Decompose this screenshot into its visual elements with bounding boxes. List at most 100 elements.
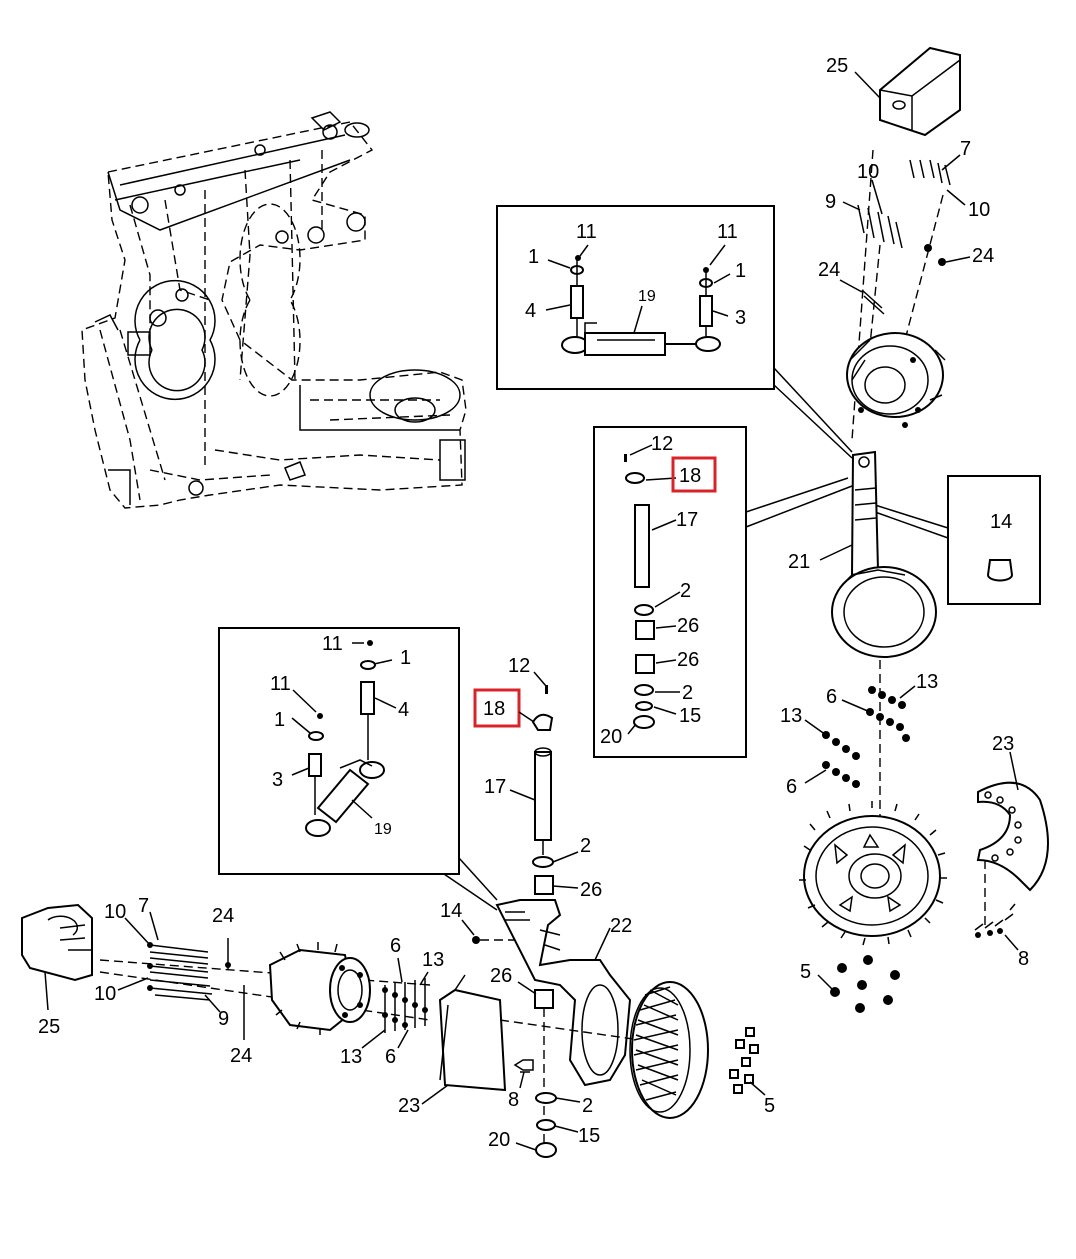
callout: 11: [322, 633, 343, 655]
leader-line: [773, 367, 853, 453]
grease-fitting-part: [986, 559, 1014, 582]
highlight-box: [473, 688, 521, 728]
kingpin-part: [534, 751, 552, 841]
callout: 4: [398, 699, 409, 721]
pin-part: [699, 295, 713, 327]
fender-part: [976, 781, 1049, 892]
callout: 15: [679, 705, 701, 727]
nut-part: [535, 1142, 557, 1158]
callout: 11: [717, 221, 738, 243]
callout: 17: [676, 509, 698, 531]
tire-part: [629, 981, 709, 1119]
hydraulic-cylinder-part: [305, 759, 385, 837]
callout: 6: [385, 1046, 396, 1068]
washer-part: [360, 660, 376, 670]
cotter-pin-part: [575, 255, 581, 261]
bolt-part: [624, 454, 627, 462]
callout: 10: [968, 199, 990, 221]
callout: 19: [638, 288, 656, 305]
callout: 7: [138, 895, 149, 917]
callout: 8: [508, 1089, 519, 1111]
callout: 10: [94, 983, 116, 1005]
callout: 23: [992, 733, 1014, 755]
callout: 20: [600, 726, 622, 748]
pin-part: [360, 681, 375, 715]
inset-steering-cylinder-top: 11 1 4 19 11 1 3: [496, 205, 775, 390]
inset-fitting: 14: [947, 475, 1041, 605]
callout: 11: [270, 673, 291, 695]
callout: 22: [610, 915, 632, 937]
callout: 13: [780, 705, 802, 727]
grease-fitting-part: [472, 936, 480, 944]
washer-part: [634, 684, 654, 696]
callout: 1: [528, 246, 539, 268]
callout: 4: [525, 300, 536, 322]
callout: 15: [578, 1125, 600, 1147]
inset-kingpin: 12 18 17 2 26 26 2 15 20: [593, 426, 747, 758]
leader-line: [874, 504, 949, 529]
callout: 20: [488, 1129, 510, 1151]
inset-frame: [947, 475, 1041, 605]
kingpin-part: [634, 504, 650, 588]
leader-line: [745, 477, 849, 513]
callout: 25: [826, 55, 848, 77]
clip-part: [625, 472, 646, 484]
washer-part: [535, 1092, 557, 1104]
callout: 6: [390, 935, 401, 957]
bushing-part: [635, 620, 655, 640]
callout: 26: [490, 965, 512, 987]
callout: 23: [398, 1095, 420, 1117]
callout: 12: [508, 655, 530, 677]
callout: 3: [272, 769, 283, 791]
callout: 13: [916, 671, 938, 693]
highlight-box: [671, 456, 717, 493]
callout: 13: [340, 1046, 362, 1068]
callout: 1: [274, 709, 285, 731]
callout-highlighted: 18: [483, 698, 505, 720]
shim-part: [635, 701, 653, 711]
callout: 25: [38, 1016, 60, 1038]
callout: 14: [440, 900, 462, 922]
inset-frame: [496, 205, 775, 390]
kingpin-stack-lower: 12 18 17 2 26: [473, 655, 602, 901]
callout: 26: [580, 879, 602, 901]
bushing-part: [635, 654, 655, 674]
inset-steering-cylinder-left: 11 1 4 11 1 3 19: [218, 627, 460, 875]
callout: 24: [212, 905, 234, 927]
axle-housing: [81, 111, 467, 509]
callout-highlighted: 18: [679, 465, 701, 487]
callout: 24: [818, 259, 840, 281]
hub-assembly-left: 25 10 7 10 9 24 24: [21, 895, 444, 1068]
callout: 5: [764, 1095, 775, 1117]
leader-line: [458, 857, 498, 901]
leader-line: [745, 485, 853, 528]
callout: 17: [484, 776, 506, 798]
washer-part: [634, 604, 654, 616]
callout: 1: [735, 260, 746, 282]
cover-part: [21, 903, 93, 982]
hub-assembly-right: 25 7 10 10 9 24 24: [780, 46, 1049, 1013]
callout: 8: [1018, 948, 1029, 970]
callout: 2: [680, 580, 691, 602]
bushing-part: [534, 989, 554, 1009]
seal-rings-part: [382, 978, 428, 1033]
pin-part: [308, 753, 322, 777]
callout: 26: [677, 649, 699, 671]
callout: 24: [972, 245, 994, 267]
callout: 26: [677, 615, 699, 637]
clip-part: [531, 713, 554, 731]
planetary-hub-part: [268, 942, 371, 1035]
callout: 2: [580, 835, 591, 857]
callout: 13: [422, 949, 444, 971]
cotter-pin-part: [703, 267, 709, 273]
callout: 2: [582, 1095, 593, 1117]
callout: 14: [990, 511, 1012, 533]
pin-part: [570, 285, 584, 319]
seal-rings-part: [822, 686, 910, 788]
callout: 7: [960, 138, 971, 160]
steering-knuckle-part: [831, 450, 937, 658]
callout: 6: [786, 776, 797, 798]
planetary-hub-part: [846, 332, 946, 428]
